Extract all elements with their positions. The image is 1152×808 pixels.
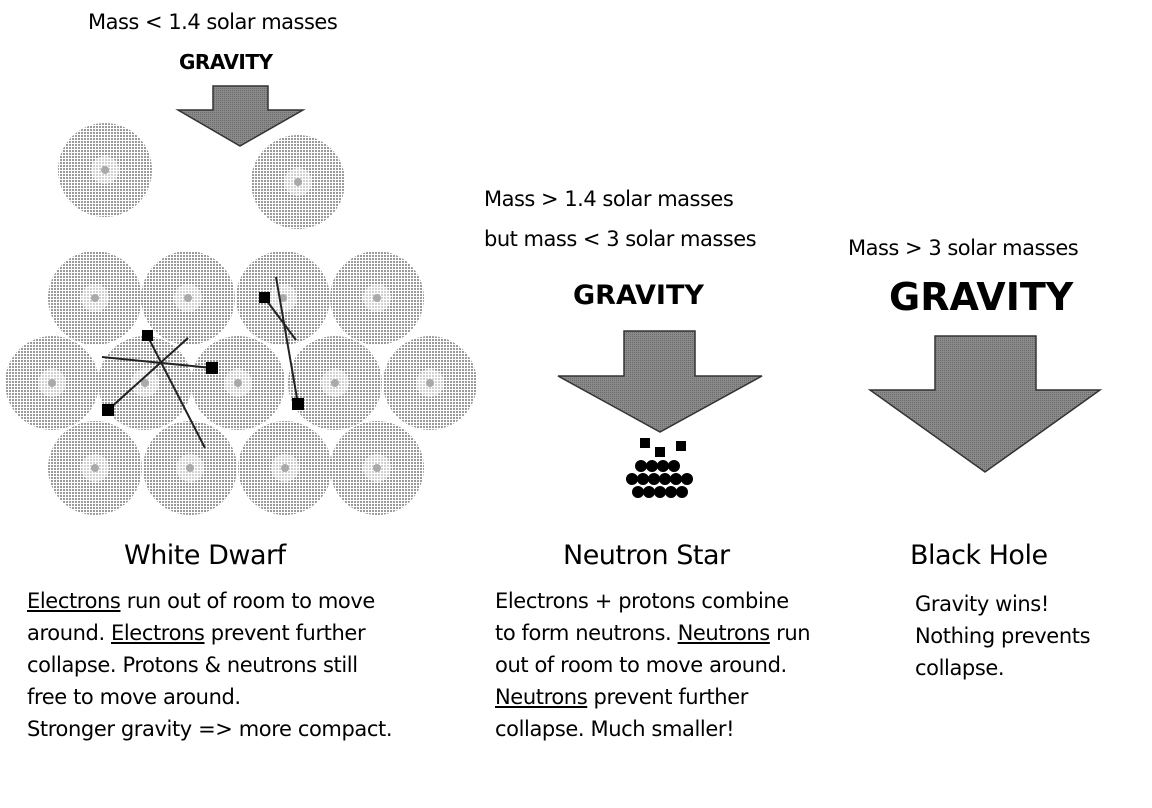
text-segment: run out of room to move <box>120 589 376 613</box>
description-line: collapse. Much smaller! <box>495 713 810 745</box>
electron <box>676 441 686 451</box>
black-hole-description: Gravity wins! Nothing prevents collapse. <box>915 588 1091 684</box>
description-line: to form neutrons. Neutrons run <box>495 617 811 649</box>
description-line: around. Electrons prevent further <box>27 617 392 649</box>
electron <box>206 362 218 374</box>
neutron-star-title: Neutron Star <box>563 540 730 571</box>
underlined-term: Electrons <box>111 621 205 645</box>
neutron-star-mass-label-2: but mass < 3 solar masses <box>484 227 757 251</box>
atom <box>330 251 424 345</box>
description-line: free to move around. <box>27 681 392 713</box>
description-line: Gravity wins! <box>915 588 1090 620</box>
text-segment: out of room to move around. <box>495 653 787 677</box>
electron <box>259 292 270 303</box>
neutron <box>659 473 671 485</box>
atom <box>143 421 237 515</box>
text-segment: collapse. <box>915 656 1005 680</box>
electron <box>292 398 304 410</box>
underlined-term: Neutrons <box>495 685 588 709</box>
gravity-arrow-large <box>867 335 1103 473</box>
atom <box>5 336 99 430</box>
text-segment: Nothing prevents <box>915 624 1091 648</box>
neutron <box>654 486 666 498</box>
electron-tracks <box>101 276 299 449</box>
underlined-term: Electrons <box>27 589 121 613</box>
atom <box>48 251 142 345</box>
electron <box>142 330 153 341</box>
description-line: Nothing prevents <box>915 620 1091 652</box>
neutron <box>648 473 660 485</box>
neutron <box>643 486 655 498</box>
neutron <box>676 486 688 498</box>
atom <box>330 421 424 515</box>
neutron-star-gravity-label: GRAVITY <box>573 280 704 311</box>
text-segment: Electrons + protons combine <box>495 589 789 613</box>
neutron <box>637 473 649 485</box>
atom <box>383 336 477 430</box>
description-line: Electrons run out of room to move <box>27 585 392 617</box>
neutron <box>646 460 658 472</box>
text-segment: Gravity wins! <box>915 592 1049 616</box>
atom <box>191 336 285 430</box>
black-hole-mass-label: Mass > 3 solar masses <box>848 236 1079 260</box>
text-segment: prevent further <box>587 685 749 709</box>
neutron-star-mass-label-1: Mass > 1.4 solar masses <box>484 187 734 211</box>
neutron <box>665 486 677 498</box>
atom <box>288 336 382 430</box>
electron <box>640 438 650 448</box>
atom <box>238 421 332 515</box>
description-line: Stronger gravity => more compact. <box>27 713 393 745</box>
neutron <box>632 486 644 498</box>
neutron-star-cluster <box>626 438 693 498</box>
text-segment: Stronger gravity => more compact. <box>27 717 393 741</box>
neutron <box>626 473 638 485</box>
black-hole-title: Black Hole <box>910 540 1048 571</box>
description-line: collapse. <box>915 652 1090 684</box>
neutron <box>635 460 647 472</box>
black-hole-gravity-label: GRAVITY <box>889 275 1074 319</box>
text-segment: to form neutrons. <box>495 621 678 645</box>
description-line: Neutrons prevent further <box>495 681 810 713</box>
white-dwarf-gravity-label: GRAVITY <box>179 50 273 74</box>
gravity-arrow-small <box>175 85 306 147</box>
neutron-star-description: Electrons + protons combine to form neutr… <box>495 585 811 745</box>
text-segment: prevent further <box>204 621 366 645</box>
text-segment: free to move around. <box>27 685 241 709</box>
atom <box>48 421 142 515</box>
atom <box>251 135 345 229</box>
neutron <box>670 473 682 485</box>
white-dwarf-title: White Dwarf <box>124 540 286 571</box>
underlined-term: Neutrons <box>677 621 771 645</box>
neutron <box>681 473 693 485</box>
atom <box>141 251 235 345</box>
atom-lattice <box>5 123 477 515</box>
gravity-arrow-medium <box>557 330 763 433</box>
electron <box>655 447 665 457</box>
description-line: out of room to move around. <box>495 649 810 681</box>
atom <box>236 251 330 345</box>
neutron <box>657 460 669 472</box>
text-segment: run <box>769 621 811 645</box>
atom <box>58 123 152 217</box>
electron <box>102 404 114 416</box>
text-segment: collapse. Much smaller! <box>495 717 735 741</box>
text-segment: collapse. Protons & neutrons still <box>27 653 358 677</box>
neutron <box>668 460 680 472</box>
description-line: Electrons + protons combine <box>495 585 810 617</box>
electrons <box>102 292 304 416</box>
description-line: collapse. Protons & neutrons still <box>27 649 392 681</box>
white-dwarf-mass-label: Mass < 1.4 solar masses <box>88 10 338 34</box>
text-segment: around. <box>27 621 111 645</box>
